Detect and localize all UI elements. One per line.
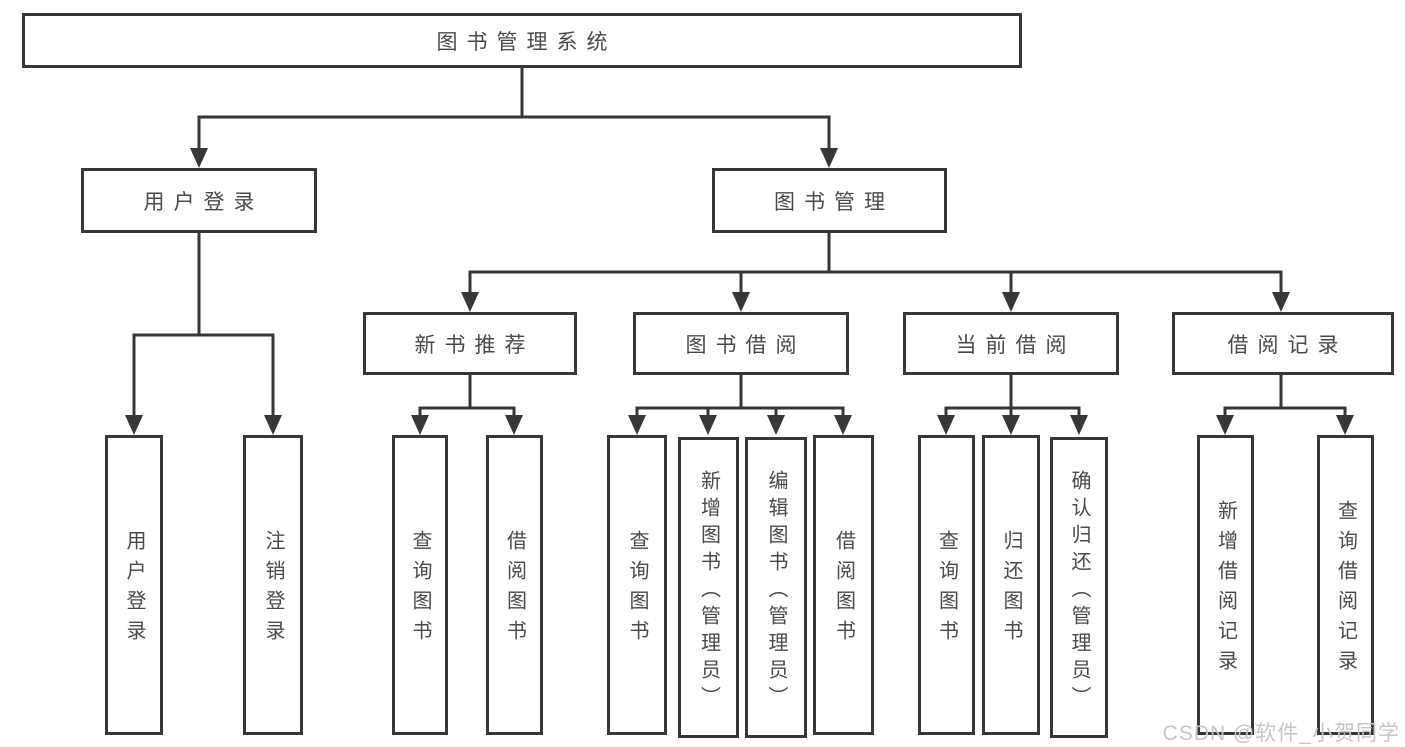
csdn-watermark: CSDN @软件_小贺同学: [1162, 722, 1400, 745]
leaf-borrow-book-recommend-label: 借阅图书: [503, 530, 526, 650]
connector-user-login-branch: [125, 233, 282, 435]
node-book-management: 图书管理: [712, 168, 947, 233]
node-book-borrow-label: 图书借阅: [685, 333, 806, 357]
node-new-book-recommend-label: 新书推荐: [414, 333, 535, 357]
arrowhead: [628, 415, 646, 435]
arrowhead: [1002, 415, 1020, 435]
connector-book-borrow-branch: [628, 375, 852, 435]
arrowhead: [1216, 415, 1234, 435]
leaf-add-borrow-record: 新增借阅记录: [1197, 435, 1254, 735]
arrowhead: [820, 148, 838, 168]
leaf-edit-book-admin: 编辑图书（管理员）: [745, 437, 807, 738]
leaf-add-book-admin: 新增图书（管理员）: [678, 437, 739, 738]
node-user-login-label: 用户登录: [143, 190, 264, 214]
arrowhead: [411, 415, 429, 435]
node-user-login: 用户登录: [81, 168, 317, 233]
leaf-return-book: 归还图书: [982, 435, 1040, 735]
leaf-query-book-recommend-label: 查询图书: [409, 530, 431, 650]
node-book-borrow: 图书借阅: [633, 312, 849, 375]
node-borrow-record-label: 借阅记录: [1227, 333, 1348, 357]
arrowhead: [1070, 415, 1088, 435]
connector-root-branch: [190, 68, 838, 168]
arrowhead: [1002, 292, 1020, 312]
leaf-confirm-return-admin-label: 确认归还（管理员）: [1068, 469, 1090, 713]
connector-new-book-branch: [411, 375, 523, 435]
leaf-user-login: 用户登录: [105, 435, 163, 735]
leaf-query-book-borrow: 查询图书: [607, 435, 667, 735]
leaf-borrow-book-label: 借阅图书: [832, 530, 855, 650]
arrowhead: [937, 415, 955, 435]
arrowhead: [1272, 292, 1290, 312]
connector-borrow-record-branch: [1216, 375, 1354, 435]
leaf-query-borrow-record-label: 查询借阅记录: [1334, 500, 1357, 680]
leaf-logout: 注销登录: [243, 435, 303, 735]
arrowhead: [699, 415, 717, 435]
arrowhead: [505, 415, 523, 435]
node-system-root-label: 图书管理系统: [436, 30, 617, 54]
node-current-borrow: 当前借阅: [903, 312, 1119, 375]
arrowhead: [834, 415, 852, 435]
leaf-return-book-label: 归还图书: [1000, 530, 1022, 650]
arrowhead: [767, 415, 785, 435]
node-book-management-label: 图书管理: [774, 190, 894, 214]
arrowhead: [732, 292, 750, 312]
node-borrow-record: 借阅记录: [1172, 312, 1394, 375]
node-current-borrow-label: 当前借阅: [955, 333, 1076, 357]
leaf-edit-book-admin-label: 编辑图书（管理员）: [765, 469, 787, 713]
arrowhead: [125, 415, 143, 435]
leaf-logout-label: 注销登录: [262, 530, 284, 650]
leaf-add-book-admin-label: 新增图书（管理员）: [697, 469, 720, 713]
leaf-confirm-return-admin: 确认归还（管理员）: [1050, 437, 1108, 738]
arrowhead: [264, 415, 282, 435]
leaf-borrow-book-recommend: 借阅图书: [486, 435, 543, 735]
leaf-query-book-current-label: 查询图书: [935, 530, 958, 650]
leaf-borrow-book: 借阅图书: [813, 435, 874, 735]
leaf-add-borrow-record-label: 新增借阅记录: [1214, 500, 1237, 680]
arrowhead: [461, 292, 479, 312]
leaf-query-borrow-record: 查询借阅记录: [1317, 435, 1374, 735]
leaf-user-login-label: 用户登录: [123, 530, 145, 650]
node-new-book-recommend: 新书推荐: [363, 312, 577, 375]
connector-book-management-branch: [461, 233, 1290, 312]
arrowhead: [1336, 415, 1354, 435]
connector-current-borrow-branch: [937, 375, 1088, 435]
arrowhead: [190, 148, 208, 168]
leaf-query-book-current: 查询图书: [918, 435, 975, 735]
node-system-root: 图书管理系统: [22, 13, 1022, 68]
leaf-query-book-recommend: 查询图书: [392, 435, 448, 735]
leaf-query-book-borrow-label: 查询图书: [626, 530, 648, 650]
